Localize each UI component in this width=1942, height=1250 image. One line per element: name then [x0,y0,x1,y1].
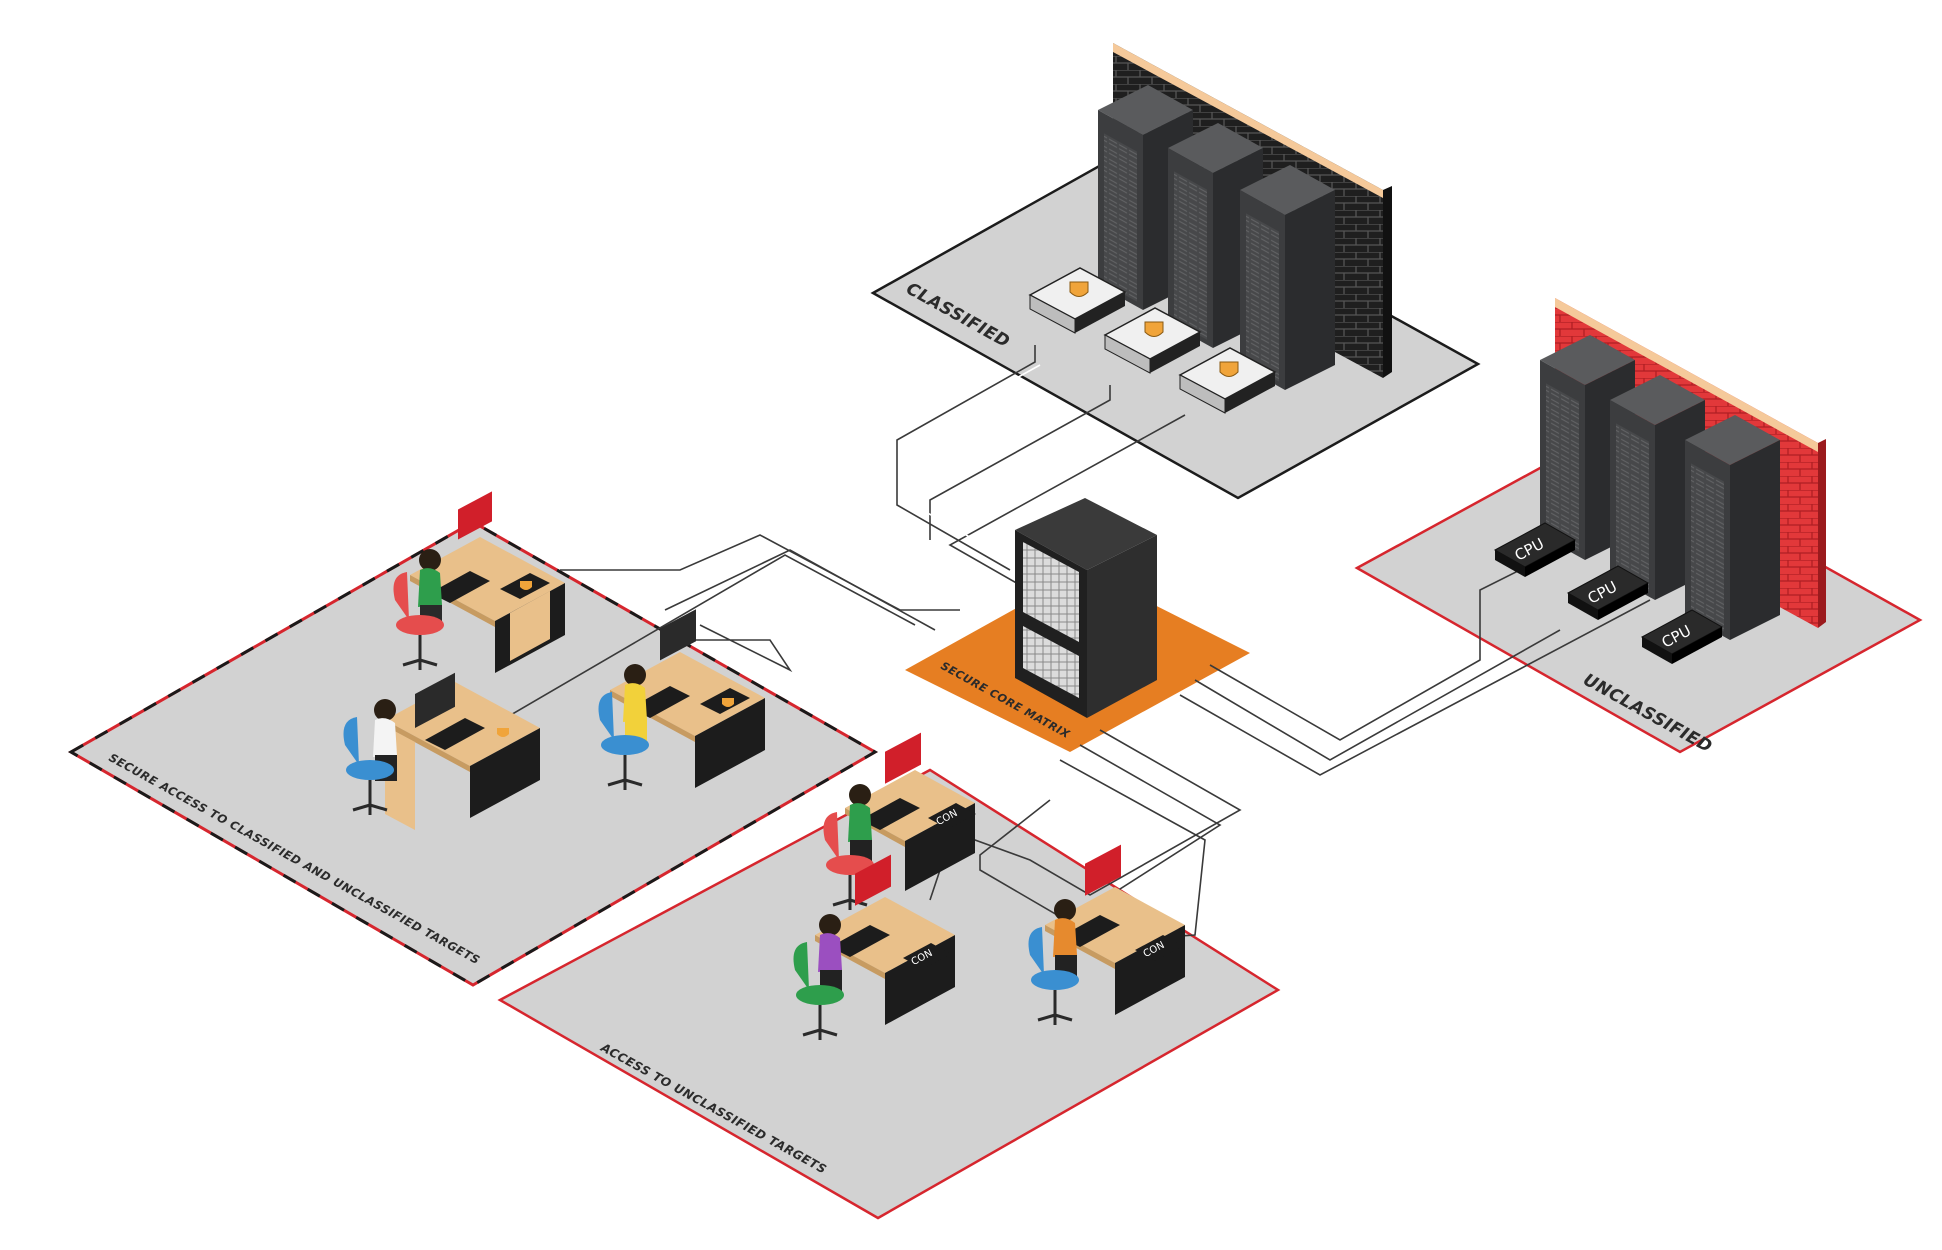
core-matrix-switch-icon [1015,498,1157,718]
operator-person-icon [848,784,872,862]
secure-kvm-shield-icon [1103,307,1202,374]
workstation-desk-icon [845,732,975,891]
secure-kvm-shield-icon [1028,267,1127,334]
con-module-icon: CON [1135,935,1183,961]
cpu-module-icon: CPU [1566,565,1650,620]
workstation-desk-icon [385,672,540,830]
cpu-modules: CPU CPU CPU [1493,522,1724,664]
server-rack-icon [1240,165,1335,390]
classified-server-racks [1098,85,1335,390]
operator-person-icon [623,664,647,744]
operator-person-icon [1053,899,1077,977]
classified-kvm-units [1028,267,1277,414]
secure-access-workstations [343,491,765,830]
unclassified-access-workstations: CON CON [793,732,1185,1040]
server-rack-icon [1610,375,1705,600]
secure-kvm-shield-icon [1178,347,1277,414]
con-module-icon: CON [928,803,976,829]
con-module-icon: CON [903,943,951,969]
operator-person-icon [818,914,842,992]
cables [484,345,1651,956]
office-chair-icon [393,572,444,670]
office-chair-icon [598,692,649,790]
cpu-module-icon: CPU [1493,522,1577,577]
office-chair-icon [1028,927,1079,1025]
office-chair-icon [343,717,394,815]
cpu-module-icon: CPU [1640,609,1724,664]
workstation-desk-icon [410,491,565,673]
secure-access-floor-dash [67,520,879,987]
server-rack-icon [1685,415,1780,640]
unclassified-server-racks [1540,335,1780,640]
office-chair-icon [793,942,844,1040]
office-chair-icon [823,812,874,910]
